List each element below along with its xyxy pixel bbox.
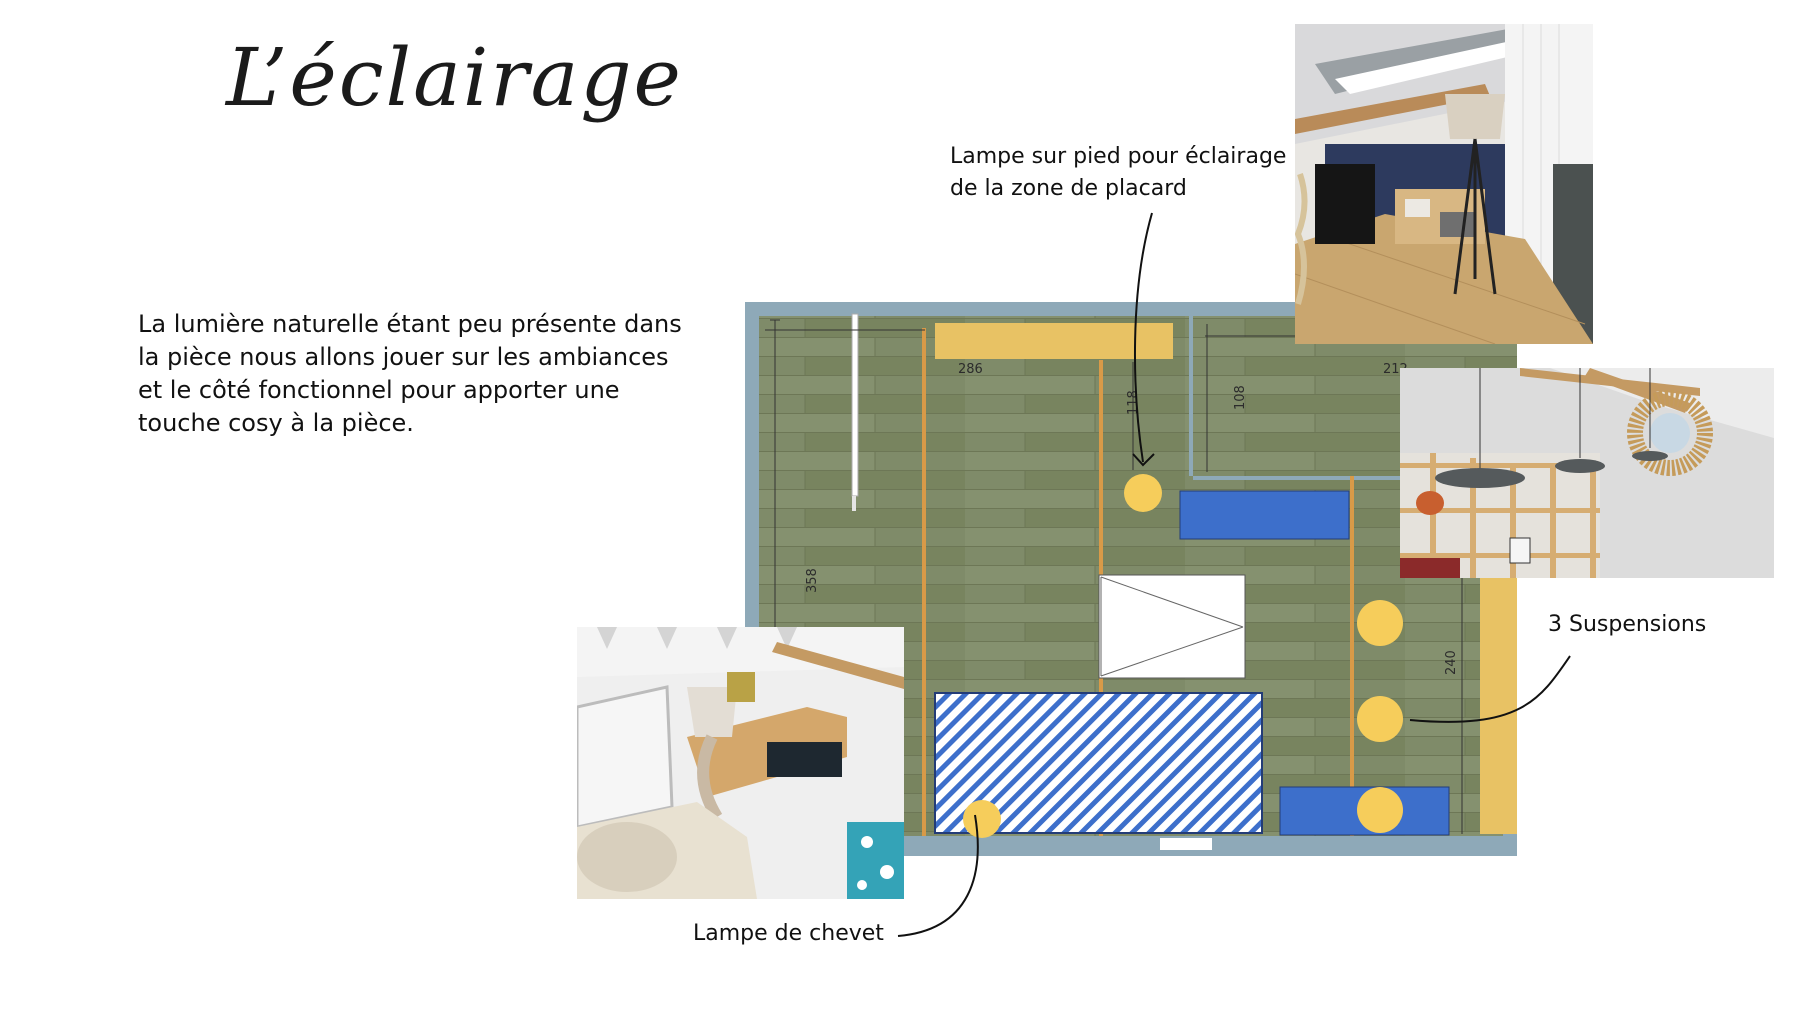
- roof-beam: [1350, 476, 1354, 836]
- desk-blue: [1179, 490, 1350, 540]
- plan-door-bottom: [1160, 838, 1212, 850]
- bedside-lamp-render: [577, 627, 904, 899]
- pendant-marker-3: [1357, 787, 1403, 833]
- floor-lamp-render: [1295, 24, 1593, 344]
- skylight: [1098, 574, 1246, 679]
- bedside-callout-line: [897, 814, 979, 937]
- bench-right: [1480, 572, 1517, 834]
- suspensions-callout-line: [1409, 655, 1571, 723]
- intro-text: La lumière naturelle étant peu présente …: [138, 310, 682, 437]
- floor-lamp-callout-label: Lampe sur pied pour éclairage de la zone…: [950, 141, 1286, 205]
- floor-lamp-marker: [1124, 474, 1162, 512]
- floor-lamp-callout-line: [1133, 212, 1153, 463]
- floor-lamp-callout-arrow: [1132, 453, 1155, 467]
- bedside-callout-label: Lampe de chevet: [693, 921, 884, 946]
- pendant-marker-1: [1357, 600, 1403, 646]
- dim-286: 286: [958, 362, 983, 377]
- floor-plan: 286 118 108 212 358 240: [745, 302, 1517, 856]
- roof-beam: [922, 328, 926, 836]
- pendant-marker-2: [1357, 696, 1403, 742]
- bedside-lamp-marker: [963, 800, 1001, 838]
- suspensions-callout-label: 3 Suspensions: [1548, 612, 1707, 637]
- pendant-render: [1400, 368, 1774, 578]
- dim-240: 240: [1444, 650, 1459, 675]
- page-title: L’éclairage: [226, 31, 683, 124]
- floor-lamp-label-line2: de la zone de placard: [950, 176, 1187, 201]
- dim-108: 108: [1233, 385, 1248, 410]
- wardrobe-top: [935, 323, 1173, 359]
- dim-358: 358: [805, 568, 820, 593]
- floor-lamp-label-line1: Lampe sur pied pour éclairage: [950, 144, 1287, 169]
